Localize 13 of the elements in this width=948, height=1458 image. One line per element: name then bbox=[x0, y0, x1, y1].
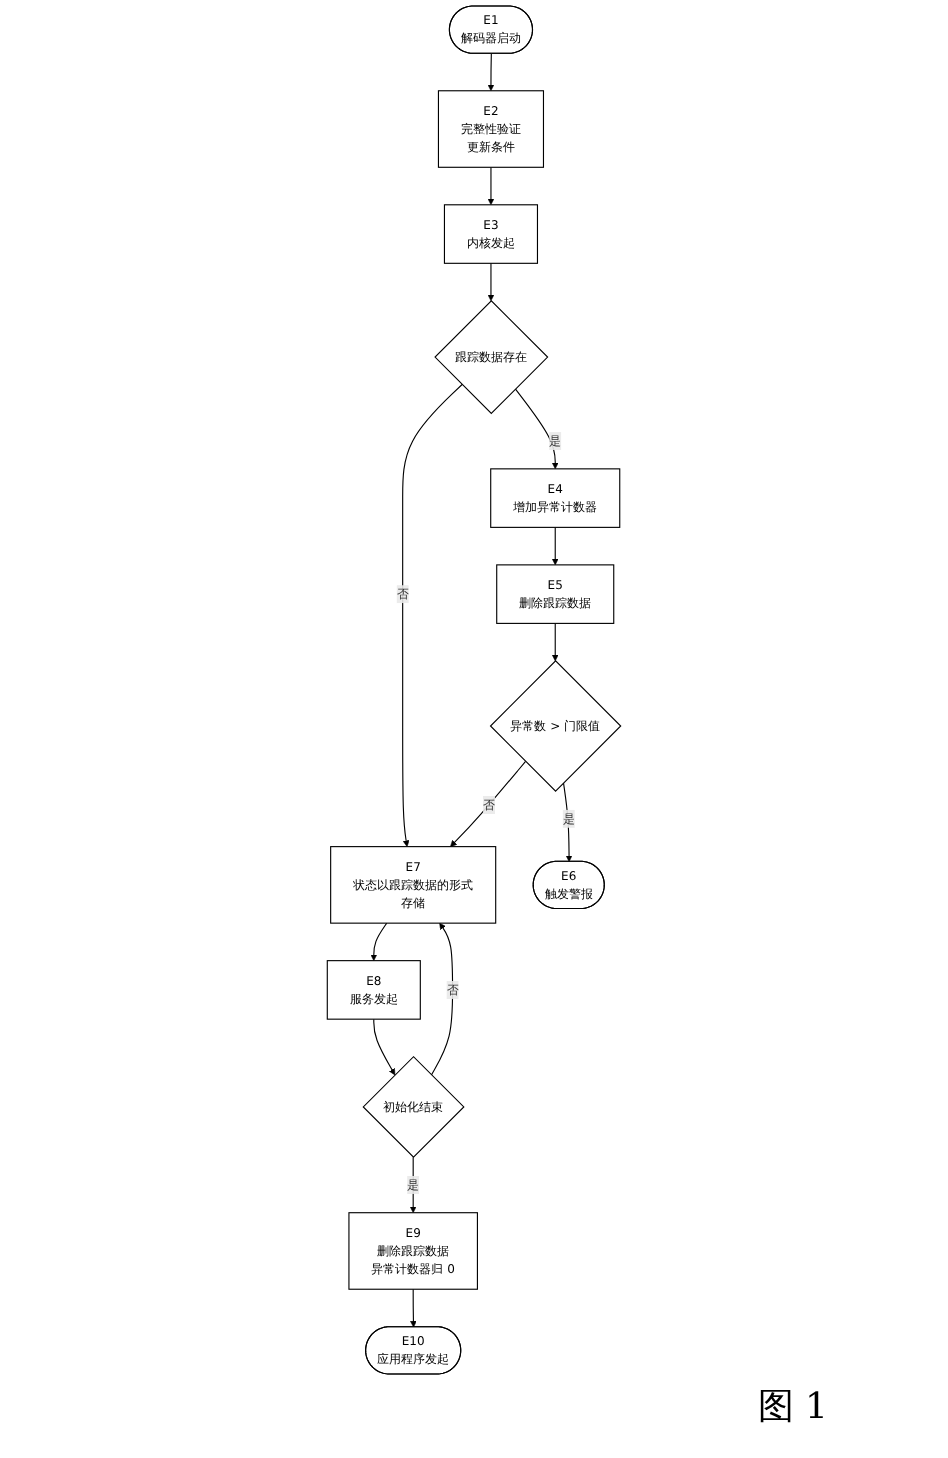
arrow bbox=[551, 526, 559, 566]
arrow bbox=[370, 922, 388, 961]
arrow bbox=[487, 262, 495, 302]
arrow bbox=[487, 166, 495, 206]
arrow bbox=[402, 383, 463, 847]
arrow bbox=[373, 1018, 396, 1076]
figure-label: 图 1 bbox=[757, 1384, 828, 1430]
arrow bbox=[410, 1288, 417, 1328]
arrow bbox=[450, 760, 527, 847]
arrow bbox=[487, 53, 495, 92]
arrow bbox=[551, 622, 559, 662]
arrow bbox=[514, 388, 559, 470]
arrow bbox=[430, 922, 454, 1076]
